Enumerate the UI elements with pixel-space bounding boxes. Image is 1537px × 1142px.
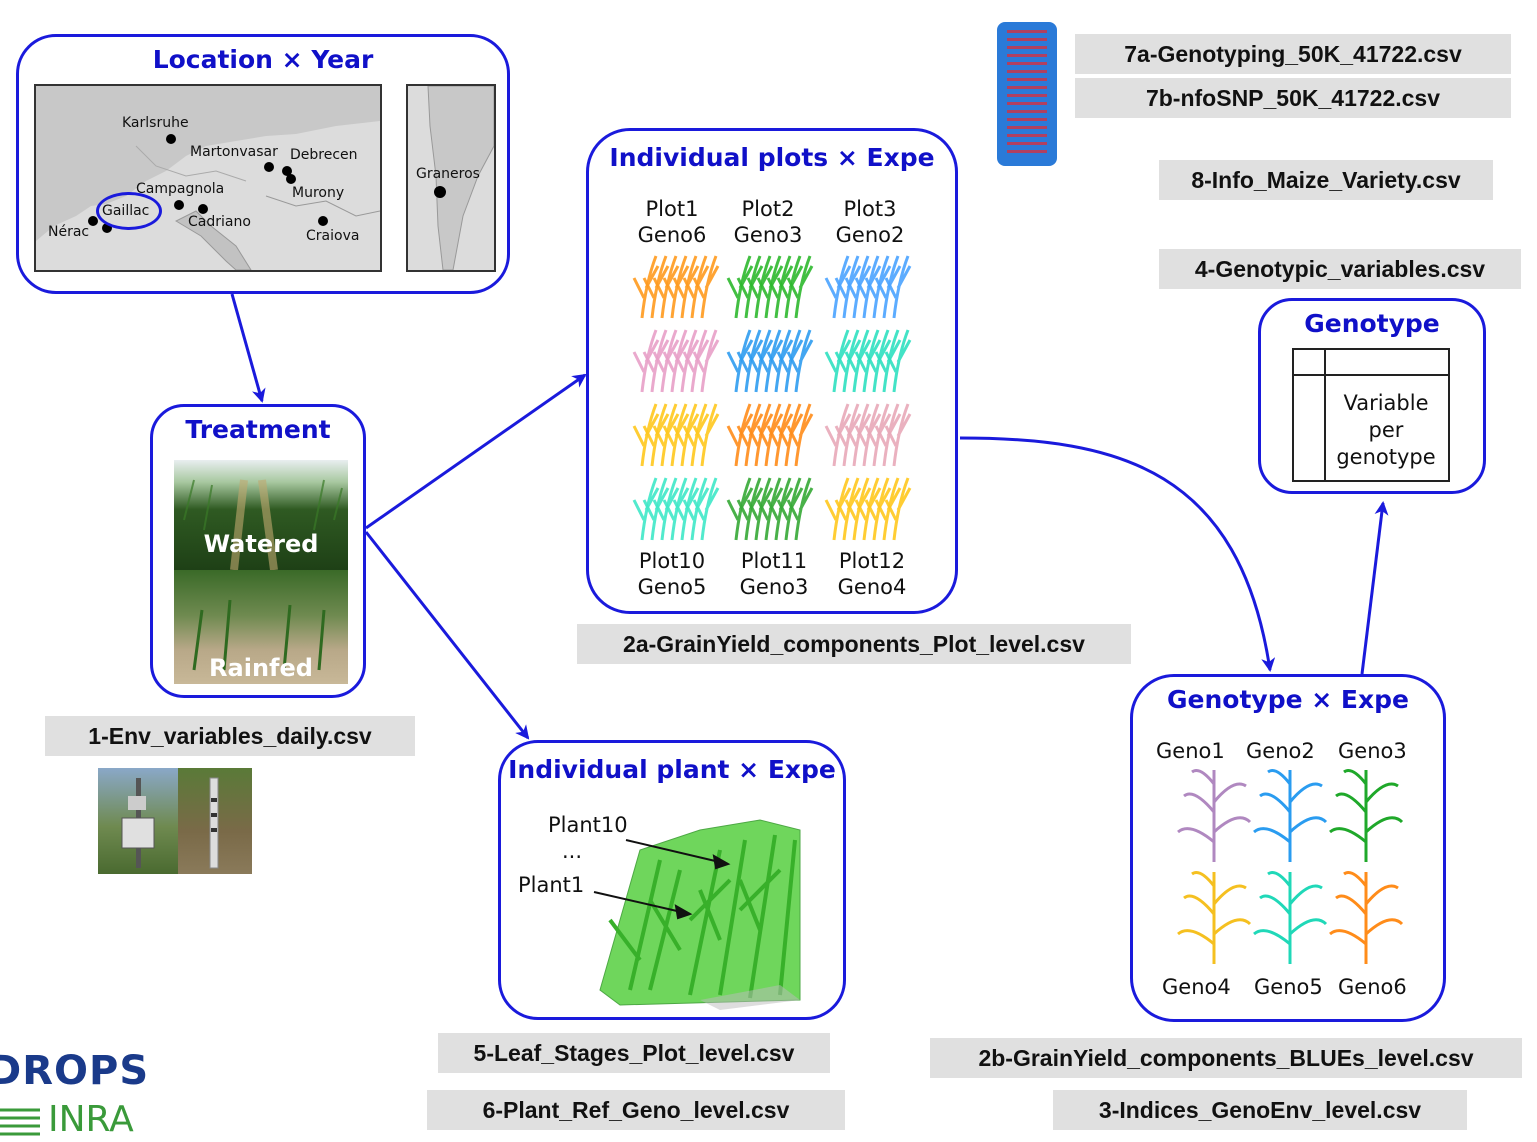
- location-year-title: Location × Year: [152, 45, 374, 74]
- arrow-treatment-to-plant: [364, 531, 530, 740]
- weather-station-shape: [121, 778, 155, 868]
- city-label: Karlsruhe: [122, 115, 189, 131]
- geno-label: Geno1: [1156, 739, 1225, 763]
- plot-cluster: [726, 329, 814, 393]
- genotyping-chip-icon: [997, 22, 1057, 166]
- plot-cluster: [824, 329, 912, 393]
- file-indices-genoenv: 3-Indices_GenoEnv_level.csv: [1053, 1090, 1467, 1130]
- file-nfosnp-50k: 7b-nfoSNP_50K_41722.csv: [1075, 78, 1511, 118]
- city-label: Graneros: [416, 166, 480, 182]
- city-dot: [198, 204, 208, 214]
- city-dot: [318, 216, 328, 226]
- file-env-variables: 1-Env_variables_daily.csv: [45, 716, 415, 756]
- plant-label-top: Plant10: [548, 813, 628, 837]
- rainfed-label: Rainfed: [209, 654, 313, 682]
- rainfed-photo: Rainfed: [174, 570, 348, 684]
- city-label: Craiova: [306, 228, 360, 244]
- city-dot: [174, 200, 184, 210]
- genotype-expe-box: Genotype × Expe: [1130, 674, 1446, 1022]
- city-label: Murony: [292, 185, 345, 201]
- genotype-expe-title: Genotype × Expe: [1167, 685, 1409, 714]
- file-leaf-stages: 5-Leaf_Stages_Plot_level.csv: [438, 1033, 830, 1073]
- city-label: Debrecen: [290, 147, 358, 163]
- arrow-treatment-to-plots: [365, 373, 587, 530]
- plot-cluster: [726, 255, 814, 319]
- city-dot: [264, 162, 274, 172]
- gaillac-highlight: [96, 192, 162, 230]
- geno-label: Geno2: [1246, 739, 1315, 763]
- plot-cluster: [726, 403, 814, 467]
- genotype-plant: [1329, 871, 1404, 964]
- plot-cluster: [824, 403, 912, 467]
- city-label: Cadriano: [188, 214, 251, 230]
- city-dot: [166, 134, 176, 144]
- geno-label: Geno5: [1254, 975, 1323, 999]
- individual-plots-title: Individual plots × Expe: [609, 143, 935, 172]
- file-info-maize-variety: 8-Info_Maize_Variety.csv: [1159, 160, 1493, 200]
- file-plant-ref-geno: 6-Plant_Ref_Geno_level.csv: [427, 1090, 845, 1130]
- file-genotypic-variables: 4-Genotypic_variables.csv: [1159, 249, 1521, 289]
- plot-cluster: [824, 255, 912, 319]
- genotype-plant: [1177, 871, 1252, 964]
- geno-label: Geno4: [1162, 975, 1231, 999]
- city-dot: [102, 223, 112, 233]
- arrow-location-to-treatment: [230, 293, 266, 403]
- plot-cluster: [632, 329, 720, 393]
- soil-probe-shape: [209, 777, 219, 869]
- weather-station-photo: [98, 768, 178, 874]
- drops-logo: DROPS: [0, 1048, 150, 1094]
- genotype-plant: [1253, 769, 1328, 862]
- chip-rows: [1007, 30, 1047, 153]
- rainfed-crop-lines: [192, 599, 326, 671]
- city-label: Campagnola: [136, 181, 225, 197]
- inra-logo-mark: [0, 1108, 40, 1136]
- plot-cluster: [632, 477, 720, 541]
- treatment-title: Treatment: [185, 415, 331, 444]
- geno-label: Geno6: [1338, 975, 1407, 999]
- watered-label: Watered: [203, 530, 319, 558]
- europe-map: Karlsruhe Martonvasar Debrecen Campagnol…: [34, 84, 382, 272]
- city-label: Nérac: [48, 224, 90, 240]
- soil-probe-photo: [178, 768, 252, 874]
- genotype-title: Genotype: [1304, 309, 1440, 338]
- city-dot: [282, 166, 292, 176]
- watered-photo: Watered: [174, 460, 348, 571]
- south-america-map: Graneros: [406, 84, 496, 272]
- geno-label: Geno3: [1338, 739, 1407, 763]
- arrow-plots-to-genoexpe: [959, 436, 1276, 672]
- individual-plant-title: Individual plant × Expe: [508, 755, 836, 784]
- plant-label-bottom: Plant1: [518, 873, 585, 897]
- watered-crop-lines: [183, 479, 343, 571]
- plot-cluster: [726, 477, 814, 541]
- genotype-plant: [1329, 769, 1404, 862]
- city-dot: [286, 174, 296, 184]
- plot-cluster: [632, 403, 720, 467]
- arrow-genoexpe-to-genotype: [1360, 501, 1389, 675]
- file-grainyield-blues: 2b-GrainYield_components_BLUEs_level.csv: [930, 1038, 1522, 1078]
- file-grainyield-plot: 2a-GrainYield_components_Plot_level.csv: [577, 624, 1131, 664]
- city-label: Martonvasar: [190, 144, 278, 160]
- plot-cluster: [632, 255, 720, 319]
- genotype-plant: [1177, 769, 1252, 862]
- file-genotyping-50k: 7a-Genotyping_50K_41722.csv: [1075, 34, 1511, 74]
- genotype-plant: [1253, 871, 1328, 964]
- plant-label-ellipsis: ...: [562, 839, 583, 863]
- city-dot: [88, 216, 98, 226]
- plot-cluster: [824, 477, 912, 541]
- city-dot: [434, 186, 446, 198]
